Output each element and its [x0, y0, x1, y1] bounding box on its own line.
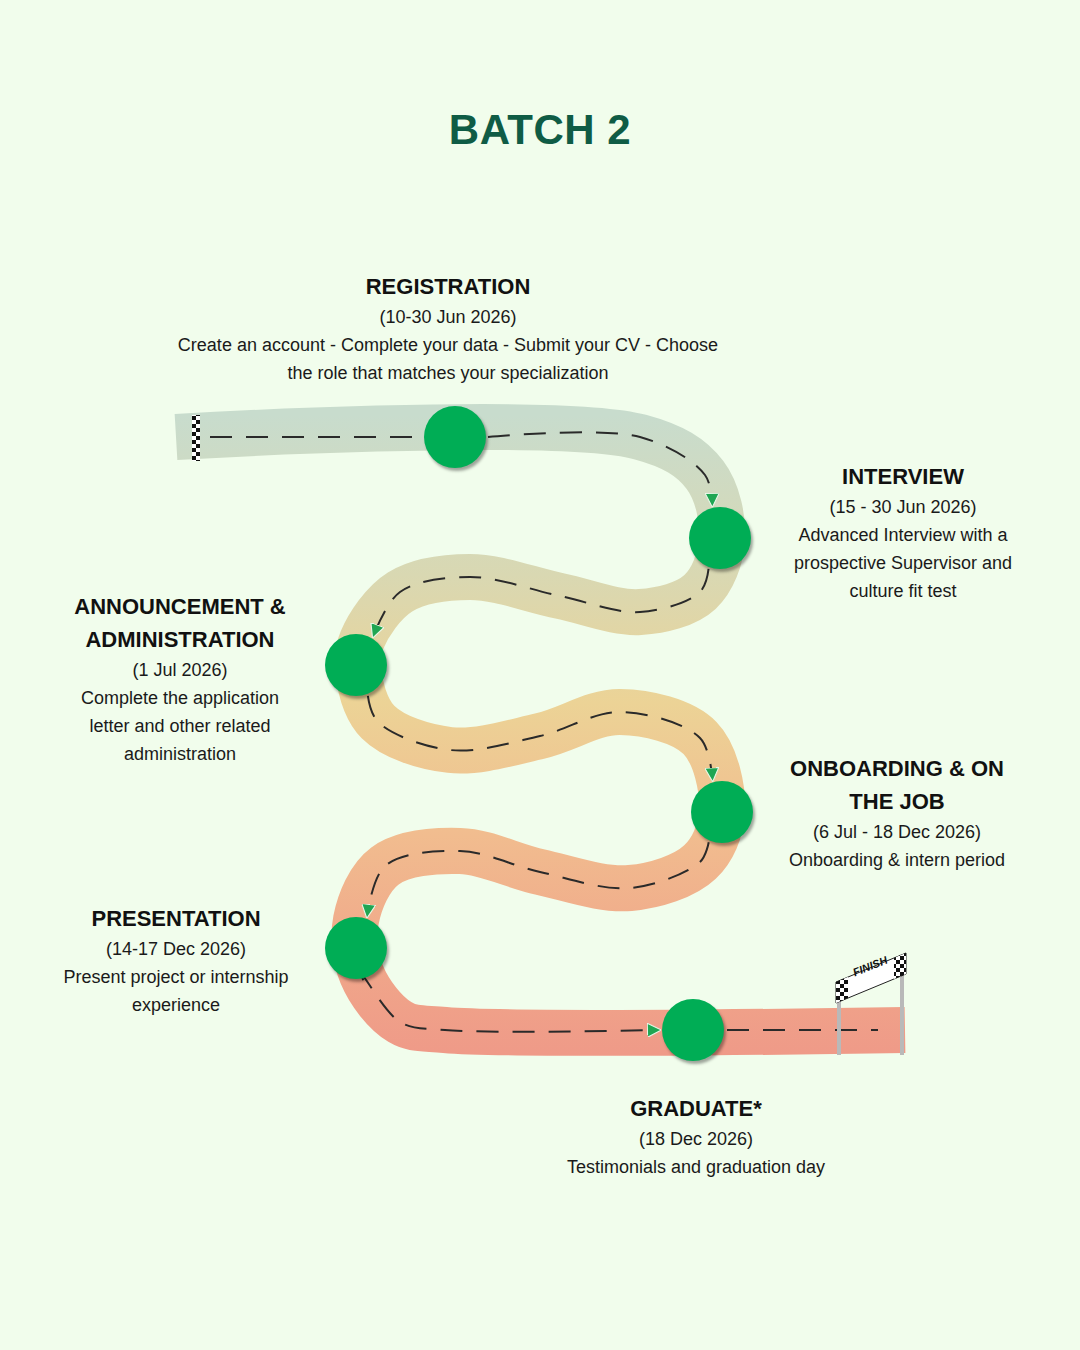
start-dash	[210, 436, 422, 438]
stage-description: Testimonials and graduation day	[531, 1153, 861, 1181]
stage-date: (6 Jul - 18 Dec 2026)	[755, 818, 1040, 846]
milestone-label: GRADUATE*(18 Dec 2026)Testimonials and g…	[526, 1092, 866, 1181]
milestone-label: REGISTRATION(10-30 Jun 2026)Create an ac…	[168, 270, 728, 387]
title: BATCH 2	[0, 105, 1080, 155]
start-line	[192, 415, 200, 461]
stage-date: (15 - 30 Jun 2026)	[776, 493, 1031, 521]
stage-date: (14-17 Dec 2026)	[40, 935, 312, 963]
road-connector	[488, 432, 712, 506]
stage-date: (18 Dec 2026)	[531, 1125, 861, 1153]
road-band	[176, 427, 905, 1033]
finish-dash	[727, 1029, 878, 1031]
road-connector	[373, 569, 709, 637]
milestone-circle: ANNOUNCEMENT & ADMINISTRATION(1 Jul 2026…	[325, 634, 387, 696]
stage-date: (10-30 Jun 2026)	[176, 303, 721, 331]
road-connector	[362, 975, 660, 1032]
road-connector	[367, 842, 709, 917]
stage-description: Onboarding & intern period	[755, 846, 1040, 874]
milestone-label: ANNOUNCEMENT & ADMINISTRATION(1 Jul 2026…	[20, 590, 340, 768]
milestone-label: INTERVIEW(15 - 30 Jun 2026)Advanced Inte…	[768, 460, 1038, 605]
stage-heading: ANNOUNCEMENT & ADMINISTRATION	[50, 590, 310, 656]
finish-banner-text: FINISH	[851, 953, 889, 978]
stage-description: Create an account - Complete your data -…	[176, 331, 721, 387]
finish-gate	[836, 953, 906, 1055]
stage-heading: REGISTRATION	[168, 270, 728, 303]
milestone-circle: REGISTRATION(10-30 Jun 2026)Create an ac…	[424, 406, 486, 468]
stage-heading: INTERVIEW	[768, 460, 1038, 493]
road	[176, 427, 905, 1033]
stage-heading: ONBOARDING & ON THE JOB	[785, 752, 1010, 818]
milestone-circle: PRESENTATION(14-17 Dec 2026)Present proj…	[325, 917, 387, 979]
connectors	[362, 432, 713, 1031]
milestone-circle: ONBOARDING & ON THE JOB(6 Jul - 18 Dec 2…	[691, 781, 753, 843]
stage-description: Present project or internship experience	[40, 963, 312, 1019]
milestone-label: PRESENTATION(14-17 Dec 2026)Present proj…	[31, 902, 321, 1019]
stage-description: Complete the application letter and othe…	[60, 684, 300, 768]
stage-heading: PRESENTATION	[36, 902, 316, 935]
stage-heading: GRADUATE*	[531, 1092, 861, 1125]
road-connector	[368, 696, 713, 781]
stage-description: Advanced Interview with a prospective Su…	[776, 521, 1031, 605]
milestone-circle: INTERVIEW(15 - 30 Jun 2026)Advanced Inte…	[689, 507, 751, 569]
stage-date: (1 Jul 2026)	[60, 656, 300, 684]
milestone-label: ONBOARDING & ON THE JOB(6 Jul - 18 Dec 2…	[752, 752, 1042, 874]
milestone-circle: GRADUATE*(18 Dec 2026)Testimonials and g…	[662, 999, 724, 1061]
